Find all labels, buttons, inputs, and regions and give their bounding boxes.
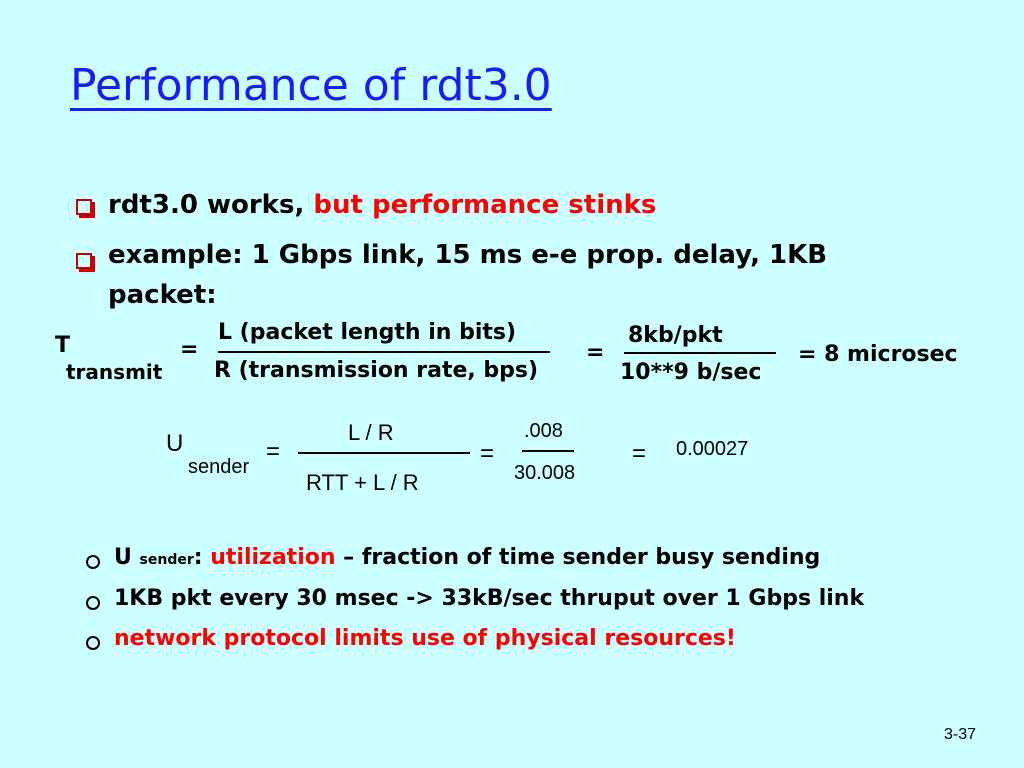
checkbox-bullet-icon <box>76 252 92 269</box>
usender-numerator-2: .008 <box>524 420 563 442</box>
usender-result: 0.00027 <box>676 438 749 460</box>
sub-bullet-3-marker <box>86 632 100 651</box>
circle-bullet-icon <box>86 554 100 569</box>
page-number: 3-37 <box>943 726 976 743</box>
usender-equals-1: = <box>266 438 281 465</box>
ttransmit-numerator-2: 8kb/pkt <box>628 323 723 348</box>
fraction-bar-4 <box>522 450 574 452</box>
circle-bullet-icon <box>86 635 100 650</box>
sub-bullet-1-marker <box>86 551 100 570</box>
usender-denominator-1: RTT + L / R <box>306 470 419 495</box>
sub-bullet-3-text: network protocol limits use of physical … <box>114 626 736 651</box>
checkbox-bullet-icon <box>76 198 92 215</box>
usender-equals-3: = <box>632 440 647 467</box>
ttransmit-denominator-2: 10**9 b/sec <box>620 360 762 385</box>
circle-bullet-icon <box>86 595 100 610</box>
ttransmit-result: = 8 microsec <box>798 342 958 367</box>
sub-bullet-1-text: U sender: utilization – fraction of time… <box>114 545 821 570</box>
usender-symbol: U <box>166 430 184 457</box>
ttransmit-subscript: transmit <box>66 360 163 384</box>
slide-title: Performance of rdt3.0 <box>70 60 552 111</box>
bullet-1-highlight: but performance stinks <box>313 190 657 220</box>
bullet-1-text: rdt3.0 works, but performance stinks <box>108 190 656 220</box>
fraction-bar-3 <box>298 452 470 454</box>
ttransmit-denominator-1: R (transmission rate, bps) <box>214 358 539 383</box>
usender-denominator-2: 30.008 <box>514 462 576 484</box>
sub-bullet-2-text: 1KB pkt every 30 msec -> 33kB/sec thrupu… <box>114 586 865 611</box>
bullet-1-plain: rdt3.0 works, <box>108 190 314 220</box>
ttransmit-numerator-1: L (packet length in bits) <box>218 320 517 345</box>
bullet-2 <box>76 245 92 275</box>
bullet-1 <box>76 191 92 221</box>
ttransmit-equals-1: = <box>180 337 199 362</box>
sub-bullet-2-marker <box>86 592 100 611</box>
bullet-2-line1: example: 1 Gbps link, 15 ms e-e prop. de… <box>108 240 828 270</box>
usender-subscript: sender <box>188 456 250 478</box>
ttransmit-symbol: T <box>55 333 71 358</box>
fraction-bar-1 <box>218 351 550 353</box>
ttransmit-equals-2: = <box>586 340 605 365</box>
usender-equals-2: = <box>480 440 495 467</box>
usender-numerator-1: L / R <box>348 420 394 445</box>
fraction-bar-2 <box>624 352 776 354</box>
bullet-2-line2: packet: <box>108 280 217 310</box>
